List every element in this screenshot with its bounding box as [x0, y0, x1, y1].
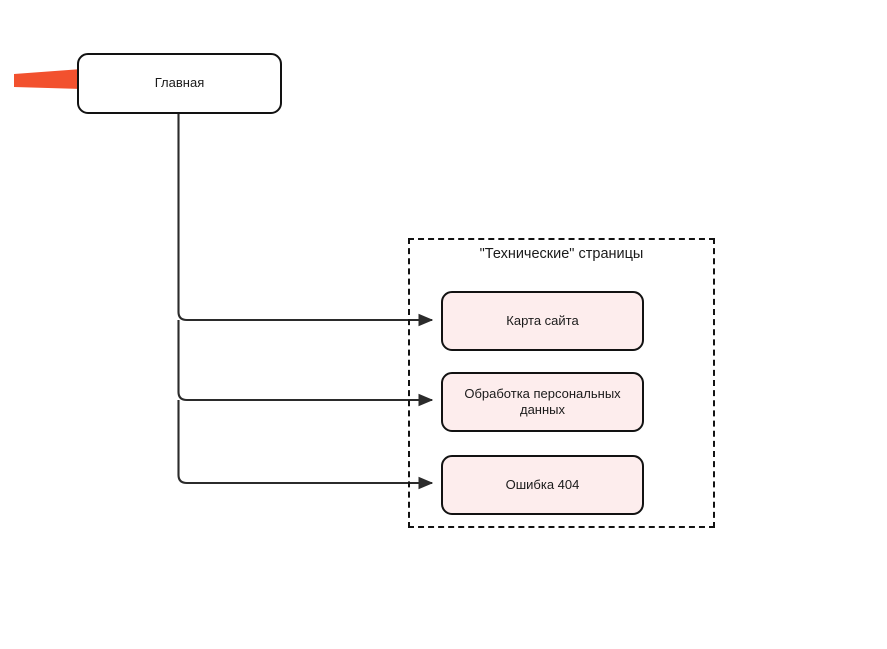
edge-home-to-privacy: [177, 320, 434, 407]
group-technical-pages: [408, 238, 715, 528]
edge-home-to-error404: [177, 400, 434, 490]
edge-home-to-sitemap: [177, 113, 434, 327]
node-error-404[interactable]: Ошибка 404: [441, 455, 644, 515]
node-personal-data-processing[interactable]: Обработка персональных данных: [441, 372, 644, 432]
orange-marker-stroke-icon: [14, 69, 82, 89]
node-sitemap[interactable]: Карта сайта: [441, 291, 644, 351]
node-home[interactable]: Главная: [77, 53, 282, 114]
group-technical-pages-title: "Технические" страницы: [479, 246, 644, 262]
